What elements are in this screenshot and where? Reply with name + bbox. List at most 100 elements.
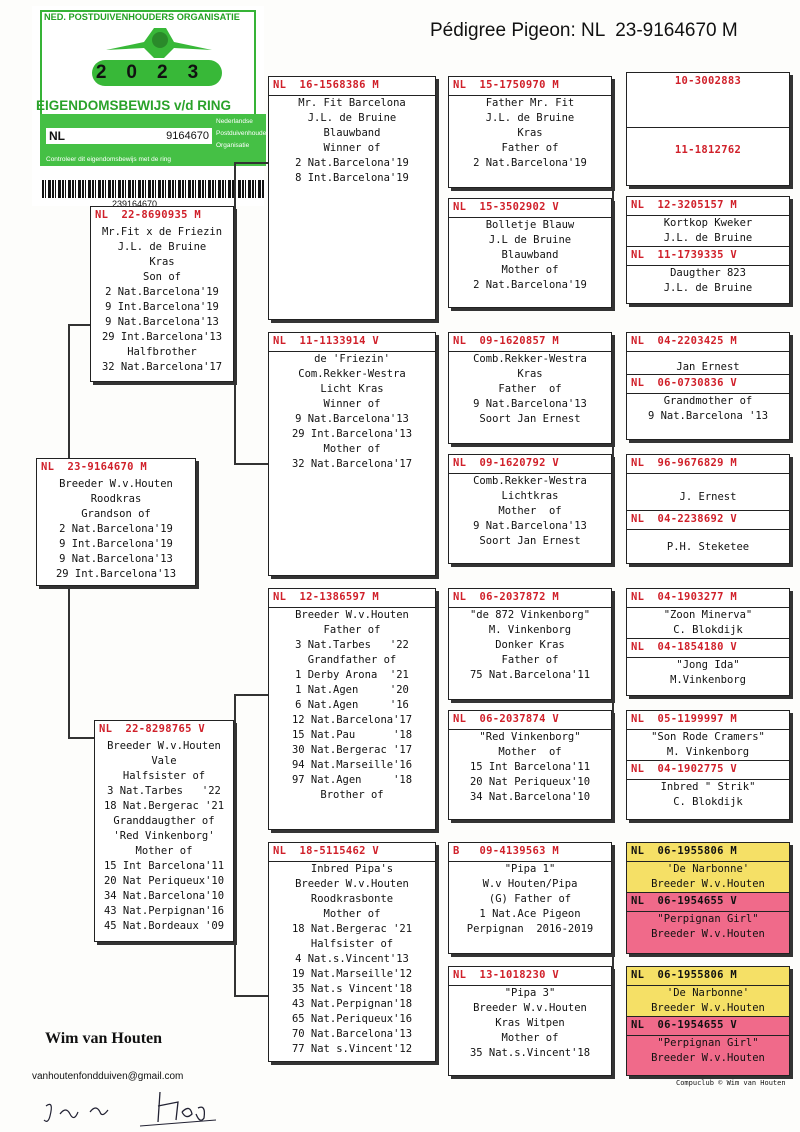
owner-email[interactable]: vanhoutenfondduiven@gmail.com <box>32 1071 184 1082</box>
pigeon-detail-line: J.L. de Bruine <box>485 112 575 124</box>
connector-line <box>234 694 236 996</box>
connector-line <box>436 133 438 245</box>
pigeon-fm: NL 11-1133914 V de 'Friezin'Com.Rekker-W… <box>268 332 436 576</box>
pigeon-detail-line: J. Ernest <box>679 491 737 503</box>
pigeon-detail-line: 35 Nat.s Vincent'18 <box>291 983 413 995</box>
ring-number: NL 06-0730836 V <box>627 374 789 394</box>
pigeon-detail-line: 43 Nat.Perpignan'18 <box>291 998 413 1010</box>
pigeon-detail-line: Roodkras <box>90 493 142 505</box>
pigeon-detail-line: Mother of <box>498 746 562 758</box>
pigeon-detail-line: Grandfather of <box>307 654 397 666</box>
pigeon-mmm: NL 13-1018230 V "Pipa 3"Breeder W.v.Hout… <box>448 966 612 1076</box>
highlight-pink: NL 06-1954655 V "Perpignan Girl"Breeder … <box>627 892 789 953</box>
owner-name: Wim van Houten <box>45 1030 163 1047</box>
lion-logo-icon <box>106 28 212 58</box>
pigeon-detail-line: Mother of <box>498 505 562 517</box>
pigeon-detail-line: Blauwband <box>323 127 381 139</box>
pigeon-detail-line: 29 Int.Barcelona'13 <box>291 428 413 440</box>
pigeon-detail-line: Halfbrother <box>127 346 197 358</box>
ring-number: NL 06-2037872 M <box>449 589 611 608</box>
pigeon-detail-line: Roodkrasbonte <box>310 893 394 905</box>
ring-number: NL 15-1750970 M <box>449 77 611 96</box>
pigeon-detail-line: 45 Nat.Bordeaux '09 <box>103 920 225 932</box>
pigeon-detail-line: 29 Int.Barcelona'13 <box>101 331 223 343</box>
connector-line <box>68 324 70 462</box>
pigeon-detail-line: Jan Ernest <box>676 361 740 373</box>
pigeon-detail-line: Winner of <box>323 142 381 154</box>
ring-number: NL 12-3205157 M <box>627 197 789 216</box>
pigeon-detail-line: 70 Nat.Barcelona'13 <box>291 1028 413 1040</box>
ring-number: NL 05-1199997 M <box>627 711 789 730</box>
pigeon-detail-line: 35 Nat.s.Vincent'18 <box>469 1047 591 1059</box>
pigeon-mff: NL 06-2037872 M "de 872 Vinkenborg" M. Vi… <box>448 588 612 700</box>
pigeon-detail-line: 15 Int Barcelona'11 <box>469 761 591 773</box>
pigeon-detail-line: de 'Friezin' <box>314 353 390 365</box>
connector-line <box>234 995 268 997</box>
pigeon-detail-line: 32 Nat.Barcelona'17 <box>291 458 413 470</box>
pigeon-pair-6: NL 05-1199997 M "Son Rode Cramers"M. Vin… <box>626 710 790 820</box>
pigeon-detail-line: 3 Nat.Tarbes '22 <box>107 785 221 797</box>
highlight-yellow: NL 06-1955806 M 'De Narbonne'Breeder W.v… <box>627 967 789 1016</box>
pigeon-detail-line: "Pipa 3" <box>504 987 556 999</box>
ring-number: 11-1812762 <box>674 144 742 156</box>
pigeon-detail-line: "Red Vinkenborg" <box>479 731 581 743</box>
ring-number: NL 18-5115462 V <box>269 843 435 862</box>
pigeon-detail-line: 15 Int Barcelona'11 <box>103 860 225 872</box>
pigeon-detail-line: 34 Nat.Barcelona'10 <box>469 791 591 803</box>
ring-number: B 09-4139563 M <box>449 843 611 862</box>
pigeon-detail-line: 34 Nat.Barcelona'10 <box>103 890 225 902</box>
pigeon-detail-line: Brother of <box>320 789 384 801</box>
pigeon-detail-line: 65 Nat.Periqueux'16 <box>291 1013 413 1025</box>
pigeon-pair-1: 10-3002883 11-1812762 <box>626 72 790 186</box>
pigeon-detail-line: 94 Nat.Marseille'16 <box>291 759 413 771</box>
pigeon-detail-line: 77 Nat s.Vincent'12 <box>291 1043 413 1055</box>
pigeon-detail-line: Son of <box>143 271 181 283</box>
pigeon-detail-line: Granddaugther of <box>113 815 215 827</box>
pigeon-detail-line: 20 Nat Periqueux'10 <box>103 875 225 887</box>
pigeon-detail-line: C. Blokdijk <box>673 796 743 808</box>
pigeon-detail-line: 2 Nat.Barcelona'19 <box>105 286 219 298</box>
pigeon-detail-line: 4 Nat.s.Vincent'13 <box>295 953 409 965</box>
pigeon-detail-line: Kras <box>517 127 543 139</box>
ring-number: NL 04-2238692 V <box>627 510 789 530</box>
certificate-ring-number: 9164670 <box>84 128 212 144</box>
pair-divider <box>627 127 789 128</box>
pigeon-detail-line: 75 Nat.Barcelona'11 <box>469 669 591 681</box>
ring-number: NL 23-9164670 M <box>41 461 147 473</box>
pigeon-detail-line: Lichtkras <box>501 490 559 502</box>
highlight-pink: NL 06-1954655 V "Perpignan Girl"Breeder … <box>627 1016 789 1075</box>
pigeon-detail-line: Blauwband <box>501 249 559 261</box>
pigeon-detail-line: "de 872 Vinkenborg" <box>469 609 591 621</box>
pigeon-detail-line: 1 Nat.Ace Pigeon <box>479 908 581 920</box>
pigeon-detail-line: M. Vinkenborg <box>488 624 572 636</box>
ring-number: NL 22-8298765 V <box>99 723 205 735</box>
ring-number: NL 16-1568386 M <box>269 77 435 96</box>
pigeon-detail-line: P.H. Steketee <box>666 541 750 553</box>
pigeon-detail-line: 43 Nat.Perpignan'16 <box>103 905 225 917</box>
pigeon-detail-line: C. Blokdijk <box>673 624 743 636</box>
pigeon-detail-line: "Jong Ida" <box>676 659 740 671</box>
pigeon-detail-line: Mother of <box>323 443 381 455</box>
barcode-number: 239164670 <box>112 199 158 209</box>
ring-number: NL 06-1955806 M <box>627 843 789 862</box>
pigeon-detail-line: 2 Nat.Barcelona'19 <box>59 523 173 535</box>
ring-number: NL 04-1902775 V <box>627 760 789 780</box>
pigeon-detail-line: Mr.Fit x de Friezin <box>101 226 223 238</box>
ring-number: NL 06-1955806 M <box>627 967 789 986</box>
ownership-certificate: NED. POSTDUIVENHOUDERS ORGANISATIE 2023 … <box>32 6 272 209</box>
pigeon-detail-line: Perpignan 2016-2019 <box>466 923 594 935</box>
ring-number: NL 12-1386597 M <box>269 589 435 608</box>
pigeon-detail-line: W.v Houten/Pipa <box>482 878 578 890</box>
pigeon-detail-line: Breeder W.v.Houten <box>473 1002 587 1014</box>
certificate-year: 2023 <box>92 60 222 86</box>
pigeon-detail-line: Kras <box>149 256 175 268</box>
ring-number: NL 09-1620792 V <box>449 455 611 474</box>
page-title: Pédigree Pigeon: NL 23-9164670 M <box>430 20 738 41</box>
pigeon-detail-line: Soort Jan Ernest <box>479 535 581 547</box>
